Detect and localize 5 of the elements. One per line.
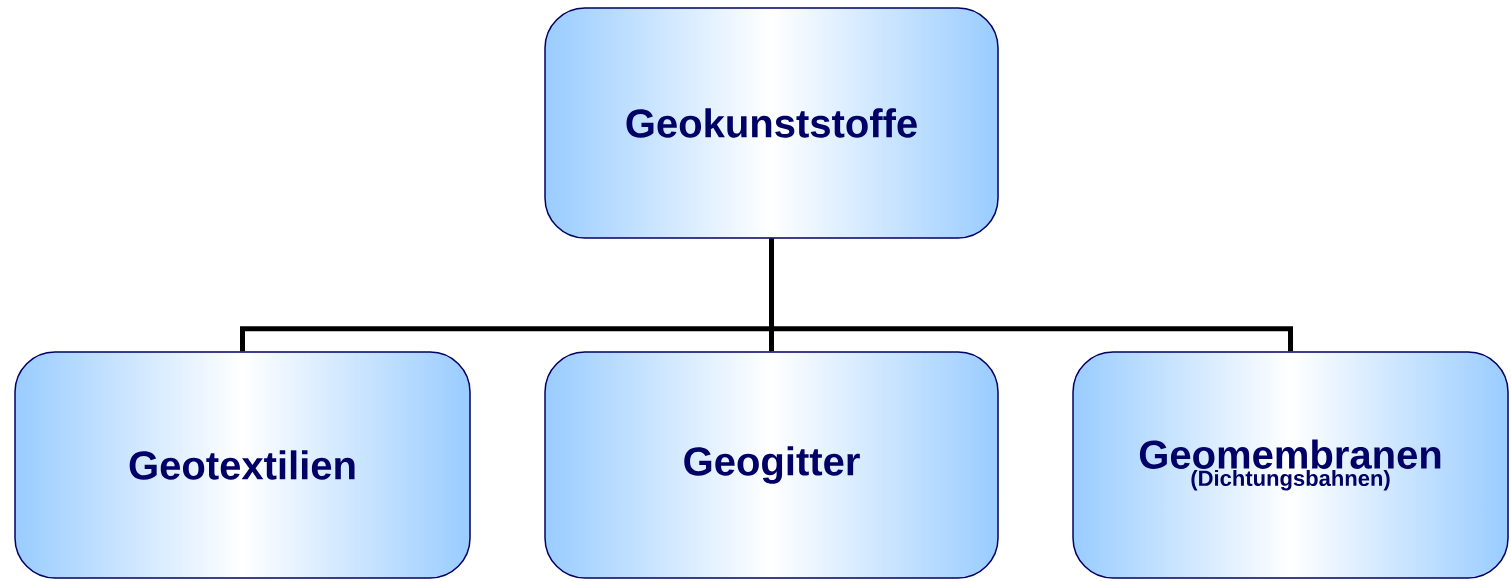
category-box: Geomembranen (Dichtungsbahnen) (1072, 351, 1509, 579)
connector-line (769, 238, 1293, 352)
category-box: Geotextilien (14, 351, 471, 579)
category-box: Geokunststoffe (544, 7, 999, 239)
category-box: Geogitter (544, 351, 999, 579)
